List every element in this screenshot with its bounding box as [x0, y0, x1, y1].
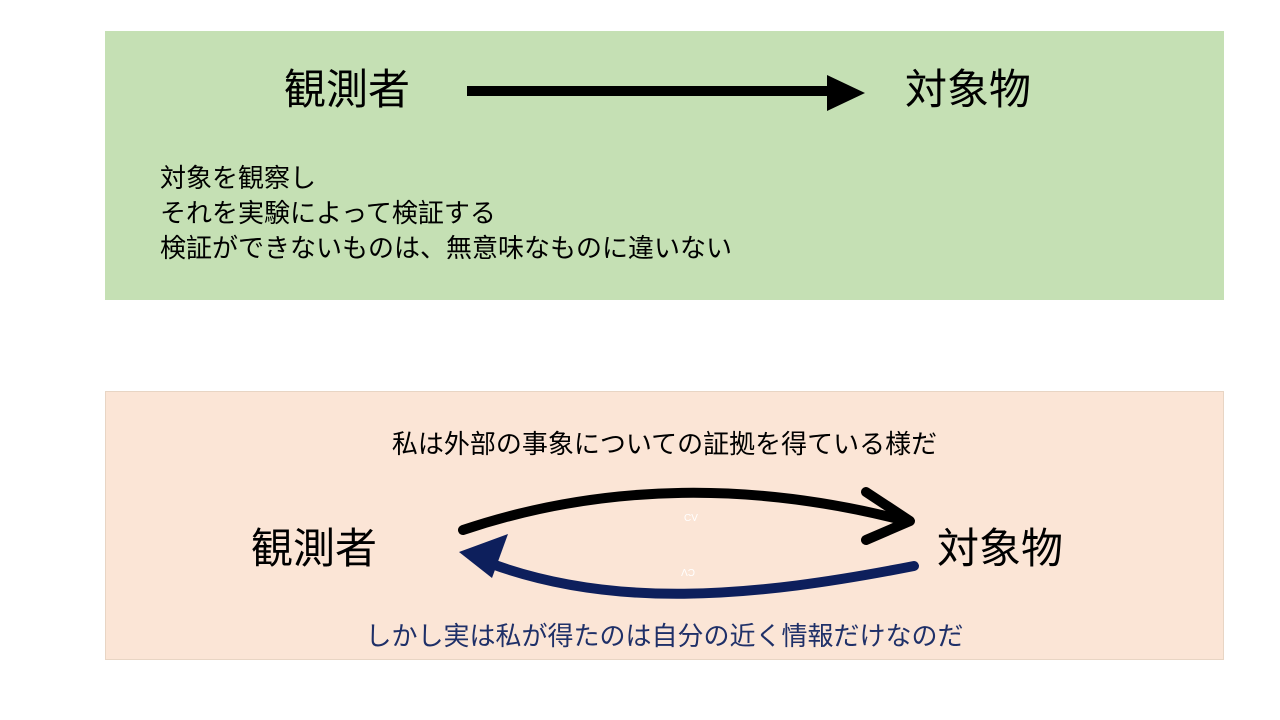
forward-arrow-label: CV [684, 513, 698, 524]
bottom-panel: 私は外部の事象についての証拠を得ている様だ 観測者 対象物 CV CV しかし実… [105, 391, 1224, 660]
bottom-caption-bottom: しかし実は私が得たのは自分の近く情報だけなのだ [365, 622, 964, 652]
forward-arrow-shaft [458, 487, 911, 535]
back-arrow-head [459, 534, 508, 578]
bottom-object-label: 対象物 [937, 524, 1064, 573]
top-object-label: 対象物 [905, 65, 1032, 114]
description-line-1: 対象を観察し [160, 164, 317, 194]
forward-arrow-head [861, 487, 915, 545]
bottom-arrows: CV CV [458, 487, 919, 599]
top-observer-label: 観測者 [284, 65, 411, 114]
bottom-observer-label: 観測者 [251, 524, 378, 573]
top-description: 対象を観察し それを実験によって検証する 検証ができないものは、無意味なものに違… [160, 162, 732, 267]
description-line-2: それを実験によって検証する [160, 199, 496, 229]
bottom-caption-top: 私は外部の事象についての証拠を得ている様だ [391, 430, 938, 460]
back-arrow-label: CV [681, 566, 695, 577]
back-arrow-shaft [469, 552, 919, 599]
top-panel: 観測者 対象物 対象を観察し それを実験によって検証する 検証ができないものは、… [105, 31, 1224, 300]
top-arrow-head [827, 75, 865, 111]
top-arrow [467, 75, 865, 111]
description-line-3: 検証ができないものは、無意味なものに違いない [160, 234, 733, 264]
